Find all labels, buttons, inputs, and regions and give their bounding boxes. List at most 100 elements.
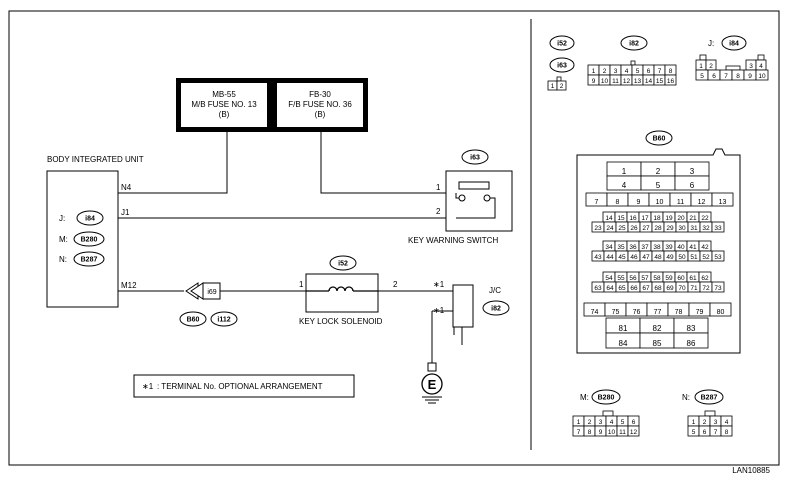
b60-r7-pin: 44 bbox=[606, 254, 614, 261]
b60-r2-pin: 6 bbox=[690, 181, 695, 190]
b60-r7-pin: 45 bbox=[618, 254, 626, 261]
b60-r8-pin: 56 bbox=[629, 275, 637, 282]
conn-i63-view-pin: 2 bbox=[560, 83, 564, 90]
b60-r11-pin: 81 bbox=[619, 324, 628, 333]
b60-r5-pin: 25 bbox=[618, 225, 626, 232]
conn-i82-view-r2-pin: 10 bbox=[601, 78, 609, 85]
solenoid-pin1: 1 bbox=[299, 280, 304, 289]
conn-b287-view-r2-pin: 7 bbox=[714, 429, 718, 436]
fuse-mb55-line3: (B) bbox=[219, 110, 230, 119]
b60-r10-pin: 78 bbox=[675, 309, 683, 316]
conn-i82-view-r1-pin: 7 bbox=[658, 68, 662, 75]
b60-r12-pin: 84 bbox=[619, 339, 628, 348]
conn-i84-view-r1a-pin: 2 bbox=[709, 63, 713, 70]
b60-r8-pin: 58 bbox=[653, 275, 661, 282]
conn-i82-view-r2-pin: 9 bbox=[592, 78, 596, 85]
b60-r9-pin: 67 bbox=[642, 285, 650, 292]
note-mark: ∗1 bbox=[142, 382, 154, 391]
note-text: : TERMINAL No. OPTIONAL ARRANGEMENT bbox=[157, 382, 323, 391]
conn-i112-badge bbox=[210, 311, 238, 327]
conn-i52-view-text: i52 bbox=[557, 41, 567, 48]
b60-r9-pin: 63 bbox=[594, 285, 602, 292]
key-warning-pin1: 1 bbox=[436, 183, 441, 192]
b60-r9-pin: 66 bbox=[630, 285, 638, 292]
conn-b280-badge bbox=[73, 231, 105, 247]
conn-i82-view-r2-pin: 13 bbox=[634, 78, 642, 85]
conn-b287-view-badge bbox=[694, 389, 724, 405]
b60-r6-pin: 35 bbox=[617, 244, 625, 251]
i63-key bbox=[556, 76, 562, 82]
conn-i84-view-r2-pin: 8 bbox=[736, 73, 740, 80]
i84-key-l bbox=[699, 54, 707, 61]
conn-i84-view-r2-pin: 6 bbox=[712, 73, 716, 80]
conn-b287-view-r2-pin: 5 bbox=[692, 429, 696, 436]
conn-i63-view-pin: 1 bbox=[551, 83, 555, 90]
b60-r10-pin: 74 bbox=[591, 309, 599, 316]
i82-key bbox=[630, 60, 636, 66]
conn-i82-view-r2-pin: 15 bbox=[656, 78, 664, 85]
b60-r7-pin: 48 bbox=[654, 254, 662, 261]
conn-b280-view-r1-pin: 6 bbox=[632, 419, 636, 426]
conn-b280-view-r2-cell bbox=[627, 425, 640, 437]
b60-r5-pin: 31 bbox=[690, 225, 698, 232]
b60-r2-pin: 4 bbox=[622, 181, 627, 190]
switch-symbol bbox=[455, 181, 496, 219]
conn-b280-view-r2-pin: 8 bbox=[588, 429, 592, 436]
b60-r4-pin: 19 bbox=[665, 215, 673, 222]
pin-n4-label: N4 bbox=[121, 183, 132, 192]
fuse-box-mb55: MB-55 M/B FUSE NO. 13 (B) bbox=[176, 78, 272, 132]
conn-i63-view-cell bbox=[556, 80, 567, 91]
b60-r6-pin: 39 bbox=[665, 244, 673, 251]
body-unit-title: BODY INTEGRATED UNIT bbox=[47, 155, 144, 164]
b60-r4-pin: 14 bbox=[605, 215, 613, 222]
key-warning-pin2: 2 bbox=[436, 207, 441, 216]
b60-r12-pin: 86 bbox=[687, 339, 696, 348]
b60-r6-pin: 38 bbox=[653, 244, 661, 251]
b60-r7-pin: 47 bbox=[642, 254, 650, 261]
conn-b287-view-r2-pin: 6 bbox=[703, 429, 707, 436]
b60-r5-pin: 30 bbox=[678, 225, 686, 232]
fuse-fb30-line2: F/B FUSE NO. 36 bbox=[288, 100, 352, 109]
conn-i84-view-r2-pin: 7 bbox=[724, 73, 728, 80]
b60-r8-pin: 62 bbox=[701, 275, 709, 282]
conn-i84-view-r2-pin: 5 bbox=[700, 73, 704, 80]
conn-b280-view-r1-pin: 1 bbox=[577, 419, 581, 426]
conn-i69-text: i69 bbox=[207, 289, 216, 296]
conn-i84-view-r2-pin: 9 bbox=[748, 73, 752, 80]
conn-i82-view-text: i82 bbox=[629, 41, 639, 48]
b60-r12-cell bbox=[673, 332, 709, 349]
b60-r9-pin: 69 bbox=[666, 285, 674, 292]
b60-r8-pin: 54 bbox=[605, 275, 613, 282]
b60-r8-pin: 61 bbox=[689, 275, 697, 282]
pin-j1-label: J1 bbox=[121, 208, 130, 217]
b60-r9-pin: 71 bbox=[690, 285, 698, 292]
conn-i82-jc-text: i82 bbox=[491, 306, 501, 313]
b60-r6-pin: 42 bbox=[701, 244, 709, 251]
b60-r10-pin: 79 bbox=[696, 309, 704, 316]
b60-r5-pin: 29 bbox=[666, 225, 674, 232]
b60-r3-pin: 11 bbox=[677, 199, 684, 206]
conn-b287-view-r2-pin: 8 bbox=[725, 429, 729, 436]
conn-i82-jc-badge bbox=[482, 300, 510, 316]
b60-r9-pin: 68 bbox=[654, 285, 662, 292]
conn-i82-view-r1-pin: 2 bbox=[603, 68, 607, 75]
conn-b287-badge bbox=[73, 251, 105, 267]
conn-b280-view-r1-pin: 4 bbox=[610, 419, 614, 426]
b60-r7-pin: 53 bbox=[714, 254, 722, 261]
jc-mark1: ∗1 bbox=[433, 280, 445, 289]
b60-r8-pin: 57 bbox=[641, 275, 649, 282]
ground-symbol bbox=[421, 362, 443, 404]
b60-r4-pin: 16 bbox=[629, 215, 637, 222]
conn-i52-text: i52 bbox=[338, 261, 348, 268]
b60-r3-pin: 10 bbox=[656, 199, 664, 206]
conn-b287-view-r1-pin: 1 bbox=[692, 419, 696, 426]
fuse-fb30-line1: FB-30 bbox=[309, 90, 331, 99]
b60-r9-pin: 70 bbox=[678, 285, 686, 292]
b287-key bbox=[704, 410, 716, 417]
b60-r7-pin: 46 bbox=[630, 254, 638, 261]
b60-r6-pin: 37 bbox=[641, 244, 649, 251]
conn-i84-view-badge bbox=[721, 35, 747, 51]
conn-i82-view-r2-pin: 14 bbox=[645, 78, 653, 85]
